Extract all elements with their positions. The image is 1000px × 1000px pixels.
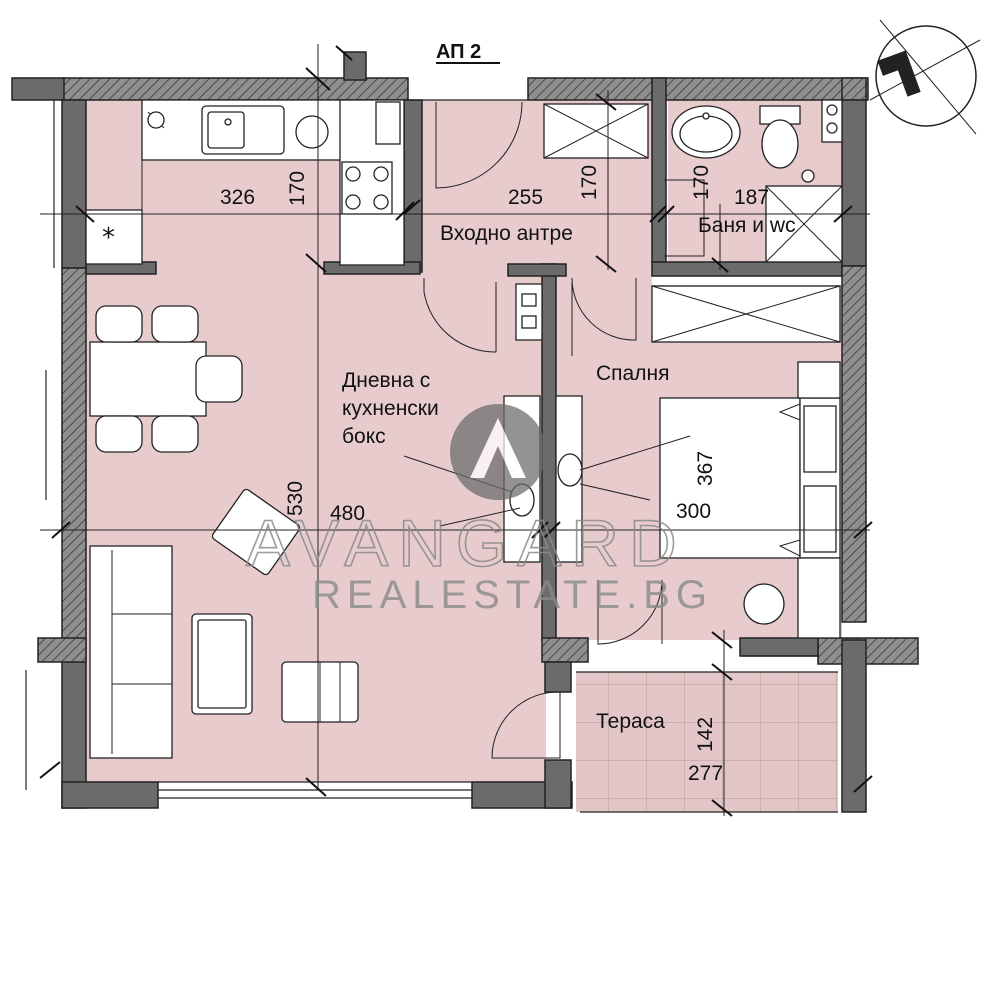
top-wall-left <box>61 77 409 101</box>
living-room-label-2: кухненски <box>342 397 439 420</box>
right-wall-lower <box>841 639 867 813</box>
bath-wall-left <box>651 77 667 263</box>
bath-wall-right-box <box>841 77 867 101</box>
terrace-wall-stub <box>544 661 572 693</box>
bottom-wall-left <box>61 781 159 809</box>
terrace-wall-stub2 <box>544 759 572 809</box>
fridge-icon <box>85 209 143 265</box>
pillow-icon <box>803 405 837 473</box>
living-room-label-3: бокс <box>342 425 386 448</box>
nightstand-icon-2 <box>797 557 841 639</box>
kitchen-depth-dim: 170 <box>286 171 309 206</box>
lamp-icon <box>743 583 785 625</box>
entry-width-dim: 255 <box>508 186 543 209</box>
partition-box-bottom <box>541 637 589 663</box>
chair-icon <box>95 415 143 453</box>
top-wall-right <box>527 77 869 101</box>
chair-icon <box>95 305 143 343</box>
toilet-icon <box>761 119 799 169</box>
shower-head-icon <box>801 169 815 183</box>
drain-icon <box>147 111 165 129</box>
pillow-icon-2 <box>803 485 837 553</box>
sofa-icon <box>89 545 173 759</box>
living-room-label-1: Дневна с <box>342 369 430 392</box>
double-bed-icon <box>659 397 801 559</box>
kitchen-partition <box>403 99 423 273</box>
tv-unit <box>503 283 583 563</box>
plan-title: АП 2 <box>436 41 481 63</box>
walls <box>11 51 919 813</box>
chair-icon <box>151 305 199 343</box>
washer-icon <box>295 115 329 149</box>
right-wall-box <box>817 637 919 665</box>
bath-width-dim: 187 <box>734 186 769 209</box>
central-partition-cap <box>507 263 567 277</box>
bedroom-width-dim: 300 <box>676 500 711 523</box>
chair-icon <box>195 355 243 403</box>
terrace-depth-dim: 142 <box>694 717 717 752</box>
bedroom-label: Спалня <box>596 362 669 385</box>
left-wall-lower <box>61 639 87 809</box>
bath-wall-bottom <box>651 261 843 277</box>
left-wall-upper <box>61 99 87 269</box>
right-wall-middle <box>841 265 867 623</box>
north-arrow-icon <box>869 19 981 135</box>
living-depth-dim: 530 <box>284 481 307 516</box>
dimension-ticks <box>39 45 873 817</box>
bedroom-depth-dim: 367 <box>694 451 717 486</box>
bath-label: Баня и wc <box>698 214 796 237</box>
avangard-logo-icon <box>450 404 546 500</box>
chair-icon <box>151 415 199 453</box>
window-lines <box>25 99 838 813</box>
left-wall-box <box>37 637 87 663</box>
bedroom-wall-bottom <box>739 637 819 657</box>
armchair-icon-2 <box>211 488 301 576</box>
terrace-floor <box>576 672 838 812</box>
dimension-lines <box>40 44 870 816</box>
nightstand-icon <box>797 361 841 399</box>
living-width-dim: 480 <box>330 502 365 525</box>
boiler-icon <box>375 101 401 145</box>
dining-table-icon <box>89 341 207 417</box>
left-wall-middle <box>61 267 87 641</box>
svg-text:*: * <box>102 223 115 253</box>
top-wall-cap <box>11 77 65 101</box>
entry-wardrobe <box>543 103 649 159</box>
watermark-site: REALESTATE.BG <box>312 573 713 617</box>
bathroom-fixtures <box>671 99 843 263</box>
right-wall-upper <box>841 99 867 267</box>
bath-depth-dim: 170 <box>690 165 713 200</box>
terrace-label: Тераса <box>596 710 665 733</box>
kitchen-width-dim: 326 <box>220 186 255 209</box>
terrace-width-dim: 277 <box>688 762 723 785</box>
entry-depth-dim: 170 <box>578 165 601 200</box>
living-furniture <box>89 305 359 759</box>
bedroom-furniture <box>651 285 841 639</box>
kitchen-fixtures: * <box>85 99 405 266</box>
doors <box>423 101 705 759</box>
entry-label: Входно антре <box>440 222 573 245</box>
watermark-brand: AVANGARD <box>246 506 687 580</box>
tv-icon-2 <box>557 453 583 487</box>
